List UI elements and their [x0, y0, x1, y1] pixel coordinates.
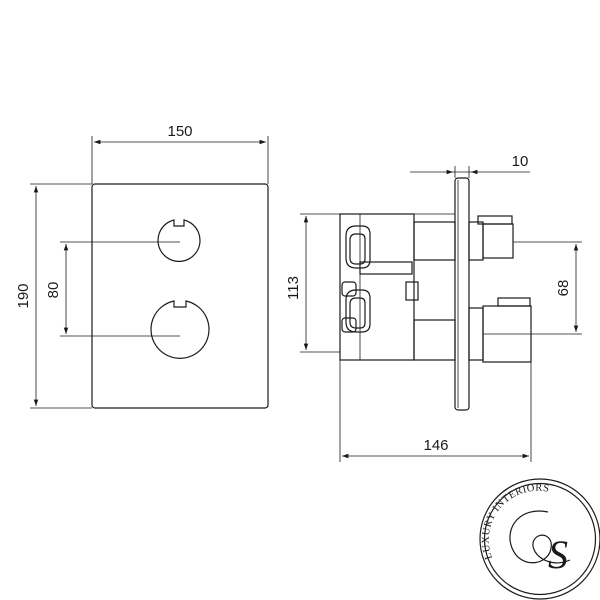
side-lower-handle [468, 297, 532, 363]
dim-label-plate-thickness: 10 [512, 153, 529, 170]
dim-label-side-height: 113 [285, 276, 302, 300]
luxury-interiors-logo: LUXURY INTERIORS S [479, 478, 600, 600]
lower-knob [150, 300, 210, 359]
dim-label-front-width: 150 [167, 123, 192, 140]
side-view: 10 113 68 146 [285, 153, 582, 462]
side-pipe-clips [341, 225, 371, 333]
side-valve-body [339, 213, 415, 361]
side-upper-handle [468, 215, 514, 261]
logo-monogram: S [548, 532, 568, 577]
front-view: 150 190 80 [15, 123, 269, 409]
dim-label-front-height: 190 [15, 283, 32, 308]
upper-knob [157, 219, 201, 262]
logo-swirl-mark [509, 510, 571, 564]
dim-label-side-depth: 146 [423, 437, 448, 454]
dim-label-knob-spacing: 80 [45, 282, 62, 299]
front-plate [91, 183, 269, 409]
side-wall-plate [454, 177, 470, 411]
dim-label-handle-spacing: 68 [555, 280, 572, 297]
